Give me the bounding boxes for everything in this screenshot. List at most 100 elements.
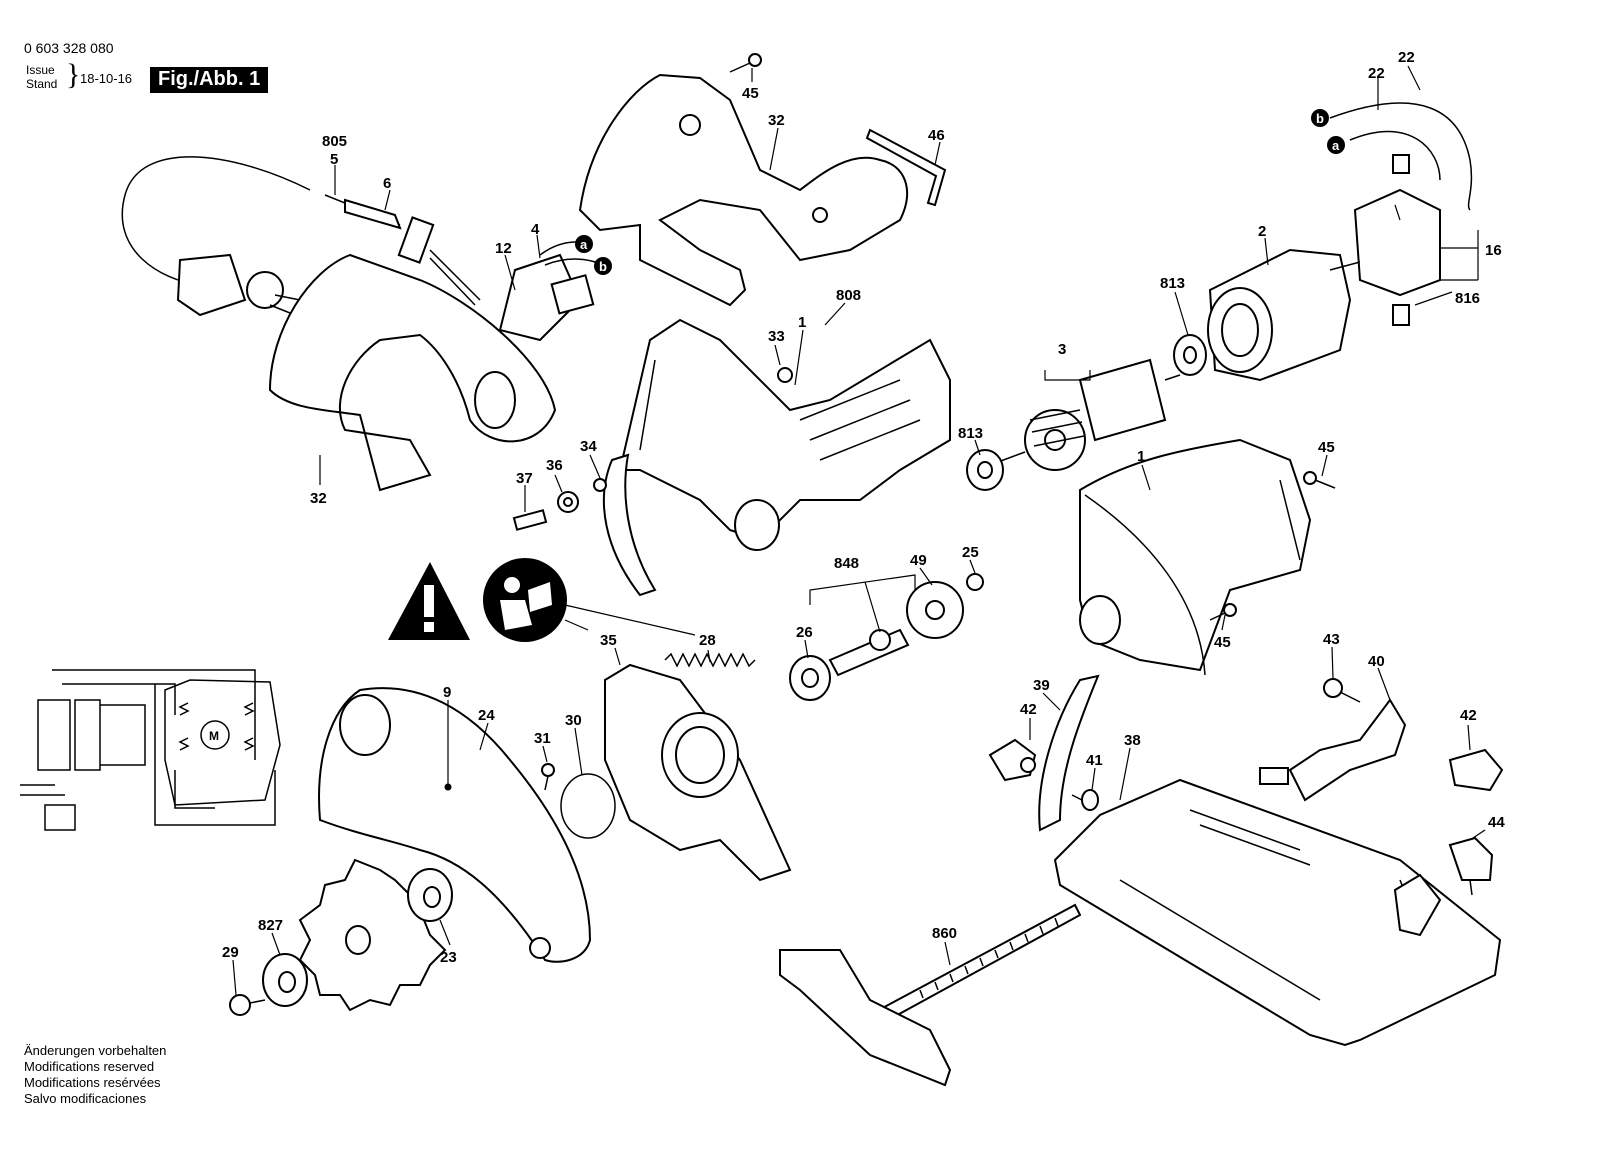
label-2: 2 — [1258, 223, 1266, 240]
label-32-left: 32 — [310, 490, 327, 507]
label-4: 4 — [531, 221, 540, 238]
label-29: 29 — [222, 944, 239, 961]
label-34: 34 — [580, 438, 597, 455]
label-16: 16 — [1485, 242, 1502, 259]
screw-31 — [541, 763, 555, 791]
part-number: 0 603 328 080 — [24, 40, 114, 56]
part-labels: 45 32 46 22 22 805 5 6 4 12 2 16 816 813… — [222, 49, 1505, 966]
notice-de: Änderungen vorbehalten — [24, 1043, 167, 1058]
label-43: 43 — [1323, 631, 1340, 648]
knob-42-right — [1448, 748, 1504, 792]
washer-and-screw — [512, 491, 579, 531]
motor-symbol: M — [209, 729, 219, 743]
label-35: 35 — [600, 632, 617, 649]
label-41: 41 — [1086, 752, 1103, 769]
screw-top — [729, 53, 762, 73]
label-45-right-top: 45 — [1318, 439, 1335, 456]
brace-glyph: } — [66, 58, 81, 91]
issue-stand-labels: Issue Stand — [26, 63, 57, 91]
deflector — [593, 453, 657, 597]
label-36: 36 — [546, 457, 563, 474]
screw-43 — [1323, 678, 1361, 703]
label-26: 26 — [796, 624, 813, 641]
label-38: 38 — [1124, 732, 1141, 749]
stand-label: Stand — [26, 77, 58, 91]
label-28: 28 — [699, 632, 716, 649]
callout-a-switch: a — [580, 237, 588, 252]
upper-guard — [318, 687, 592, 963]
label-37: 37 — [516, 470, 533, 487]
label-46: 46 — [928, 127, 945, 144]
label-12: 12 — [495, 240, 512, 257]
hex-key — [865, 128, 947, 207]
label-45-top: 45 — [742, 85, 759, 102]
connector-cables: b a — [1311, 102, 1473, 211]
label-24: 24 — [478, 707, 495, 724]
parallel-guide — [779, 903, 1082, 1087]
clamp-ring — [560, 773, 616, 839]
switch-assembly — [498, 241, 599, 342]
figure-label: Fig./Abb. 1 — [150, 67, 269, 93]
modification-notice: Änderungen vorbehalten Modifications res… — [24, 1043, 166, 1107]
label-5: 5 — [330, 151, 338, 168]
wiring-schematic: M — [20, 669, 281, 831]
label-805: 805 — [322, 133, 347, 150]
label-23: 23 — [440, 949, 457, 966]
callout-b-cable: b — [1316, 111, 1324, 126]
notice-en: Modifications reserved — [24, 1059, 155, 1074]
label-42-left: 42 — [1020, 701, 1037, 718]
flange-827 — [262, 953, 308, 1007]
label-1-top: 1 — [798, 314, 806, 331]
label-6: 6 — [383, 175, 391, 192]
label-44: 44 — [1488, 814, 1505, 831]
label-33: 33 — [768, 328, 785, 345]
label-25: 25 — [962, 544, 979, 561]
label-22-outer: 22 — [1398, 49, 1415, 66]
label-32-top: 32 — [768, 112, 785, 129]
bearing-right — [1173, 334, 1207, 376]
label-9: 9 — [443, 684, 451, 701]
label-808: 808 — [836, 287, 861, 304]
gear-housing — [1079, 438, 1312, 676]
motor-housing — [618, 318, 951, 551]
label-40: 40 — [1368, 653, 1385, 670]
handle-half-left — [268, 253, 557, 492]
stator — [1207, 248, 1352, 382]
lower-guard — [604, 663, 792, 882]
issue-label: Issue — [26, 63, 55, 77]
base-plate — [1053, 778, 1502, 1047]
screw-right-bottom — [1209, 603, 1237, 621]
knob-44 — [1448, 836, 1494, 896]
bearing-left — [966, 449, 1004, 491]
callout-a-cable: a — [1332, 138, 1340, 153]
label-42-right: 42 — [1460, 707, 1477, 724]
armature — [989, 358, 1181, 471]
warning-triangle-icon — [388, 562, 470, 640]
label-813-lower: 813 — [958, 425, 983, 442]
label-1-right: 1 — [1137, 448, 1145, 465]
screw-41 — [1071, 789, 1099, 811]
label-860: 860 — [932, 925, 957, 942]
callout-b-switch: b — [599, 259, 607, 274]
bearing-26 — [789, 655, 831, 701]
knob-42-left — [988, 738, 1037, 782]
label-813-upper: 813 — [1160, 275, 1185, 292]
label-22-inner: 22 — [1368, 65, 1385, 82]
notice-es: Salvo modificaciones — [24, 1091, 147, 1106]
label-49: 49 — [910, 552, 927, 569]
issue-date: 18-10-16 — [80, 71, 133, 86]
gear — [906, 573, 984, 639]
label-816: 816 — [1455, 290, 1480, 307]
screw-right-top — [1303, 471, 1336, 489]
output-shaft — [828, 628, 910, 677]
label-39: 39 — [1033, 677, 1050, 694]
handle-half-top — [578, 73, 909, 307]
notice-fr: Modifications resérvées — [24, 1075, 161, 1090]
read-manual-icon — [483, 558, 567, 642]
label-31: 31 — [534, 730, 551, 747]
label-45-right-bottom: 45 — [1214, 634, 1231, 651]
label-3: 3 — [1058, 341, 1066, 358]
flange-23 — [407, 868, 453, 922]
